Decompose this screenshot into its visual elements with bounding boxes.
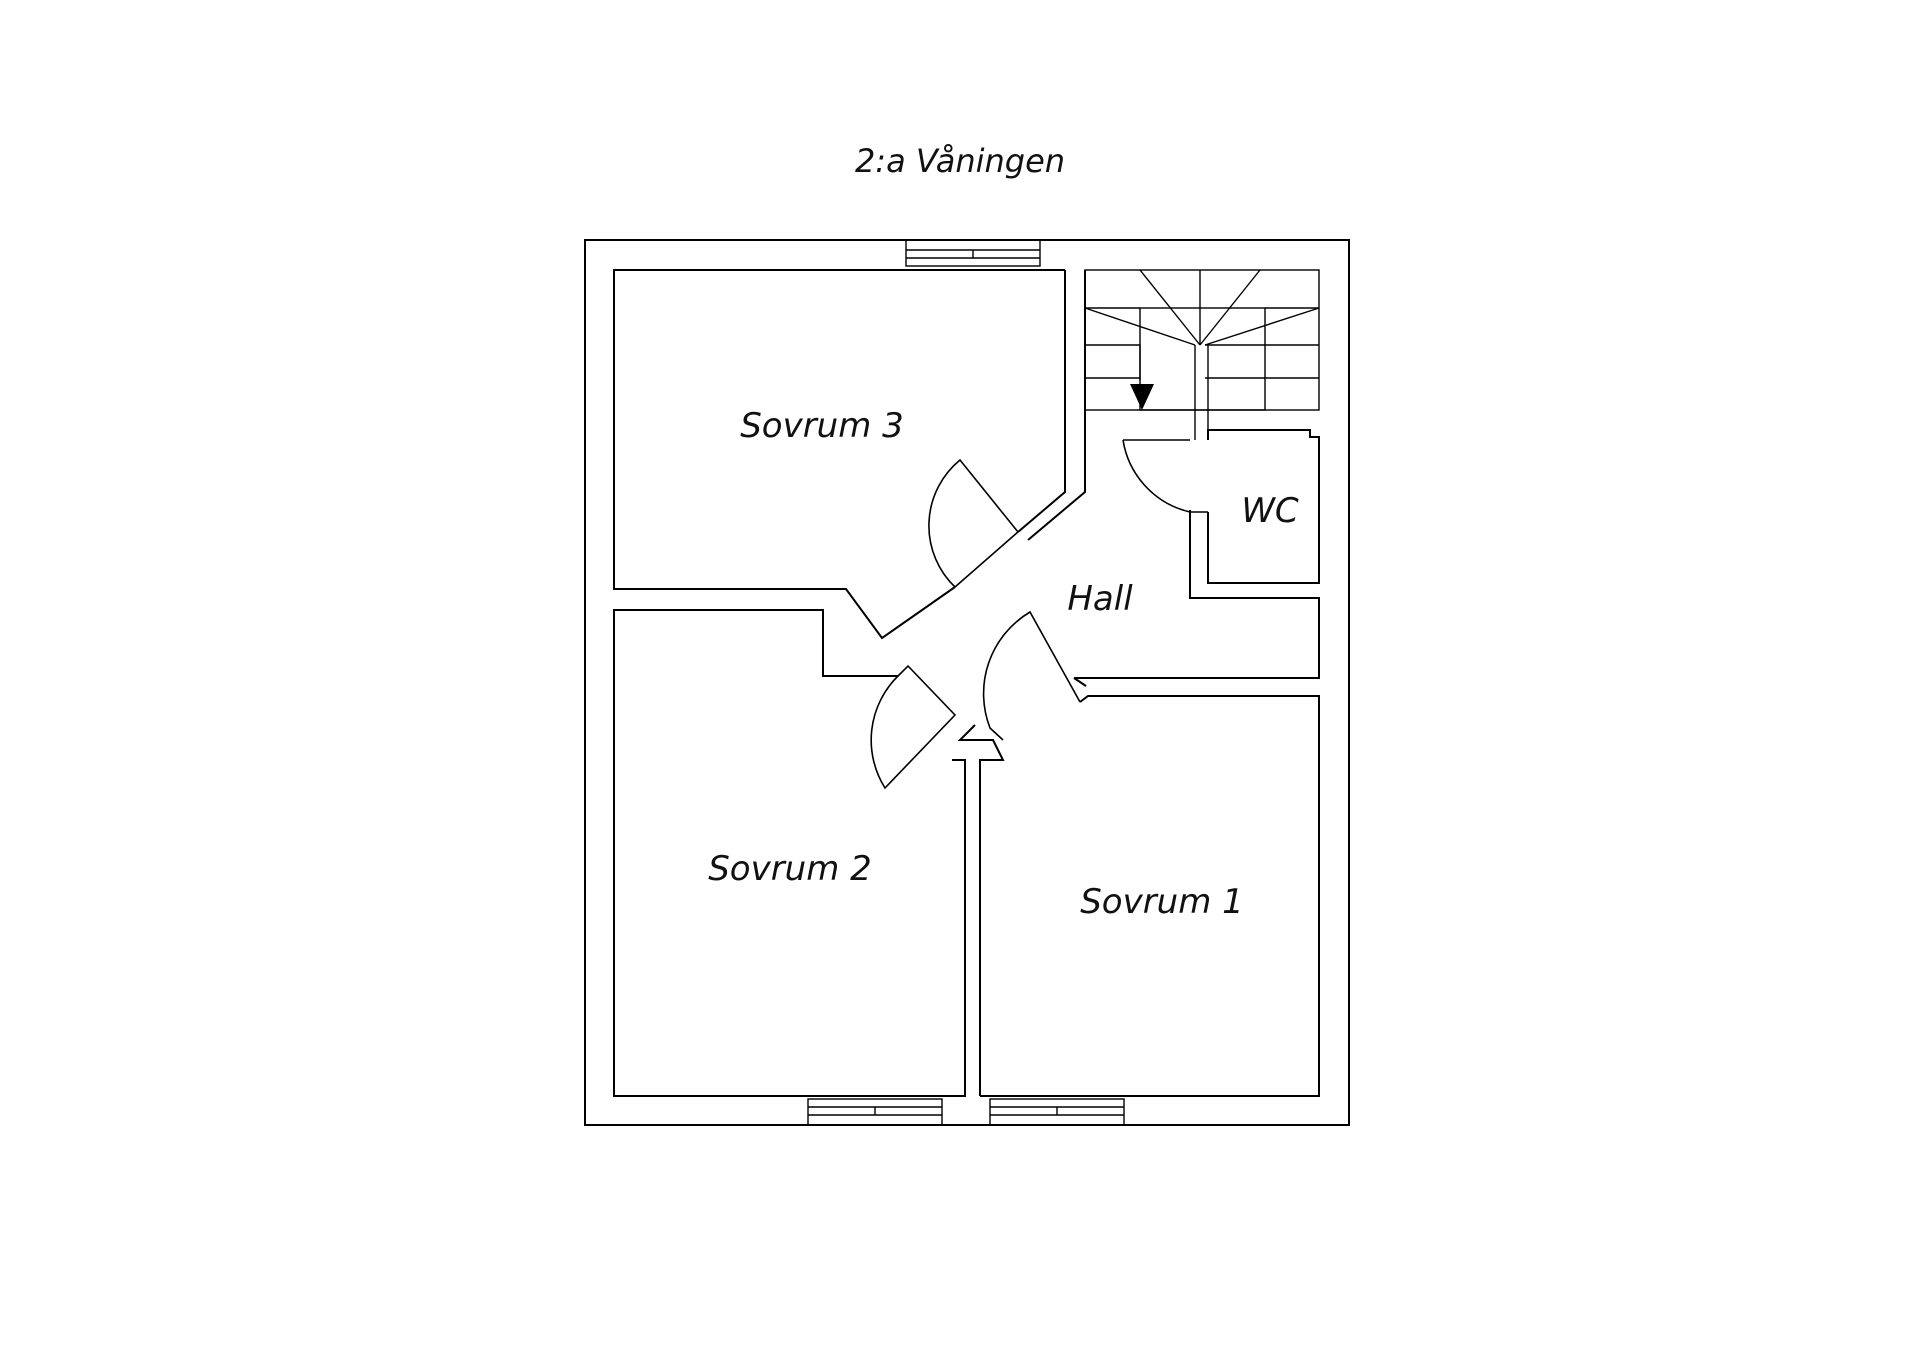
floor-title: 2:a Våningen (855, 142, 1065, 180)
hall-wall-mid (1073, 677, 1087, 687)
sovrum3-walls (613, 269, 1020, 640)
sovrum2-door (870, 664, 957, 790)
sovrum1-outer (980, 695, 1320, 1097)
staircase (1084, 269, 1320, 440)
room-label-sovrum2: Sovrum 2 (708, 849, 872, 889)
room-label-sovrum1: Sovrum 1 (1080, 882, 1244, 922)
sovrum3-door (928, 458, 1019, 588)
room-label-hall: Hall (1067, 579, 1133, 619)
room-label-sovrum3: Sovrum 3 (740, 406, 904, 446)
window-top (905, 239, 1041, 267)
room-label-wc: WC (1241, 491, 1299, 531)
sovrum3-wall-right (1017, 270, 1066, 533)
wc-walls (1207, 429, 1320, 584)
window-bottom-left (807, 1098, 943, 1126)
sovrum2-walls (613, 609, 966, 1097)
sovrum1-walls (957, 724, 1005, 1096)
outer-wall (584, 239, 1350, 1126)
stair-direction-arrow-icon (1130, 384, 1154, 410)
sovrum1-door (982, 610, 1081, 741)
window-bottom-right (989, 1098, 1125, 1126)
wc-door (1122, 439, 1208, 513)
